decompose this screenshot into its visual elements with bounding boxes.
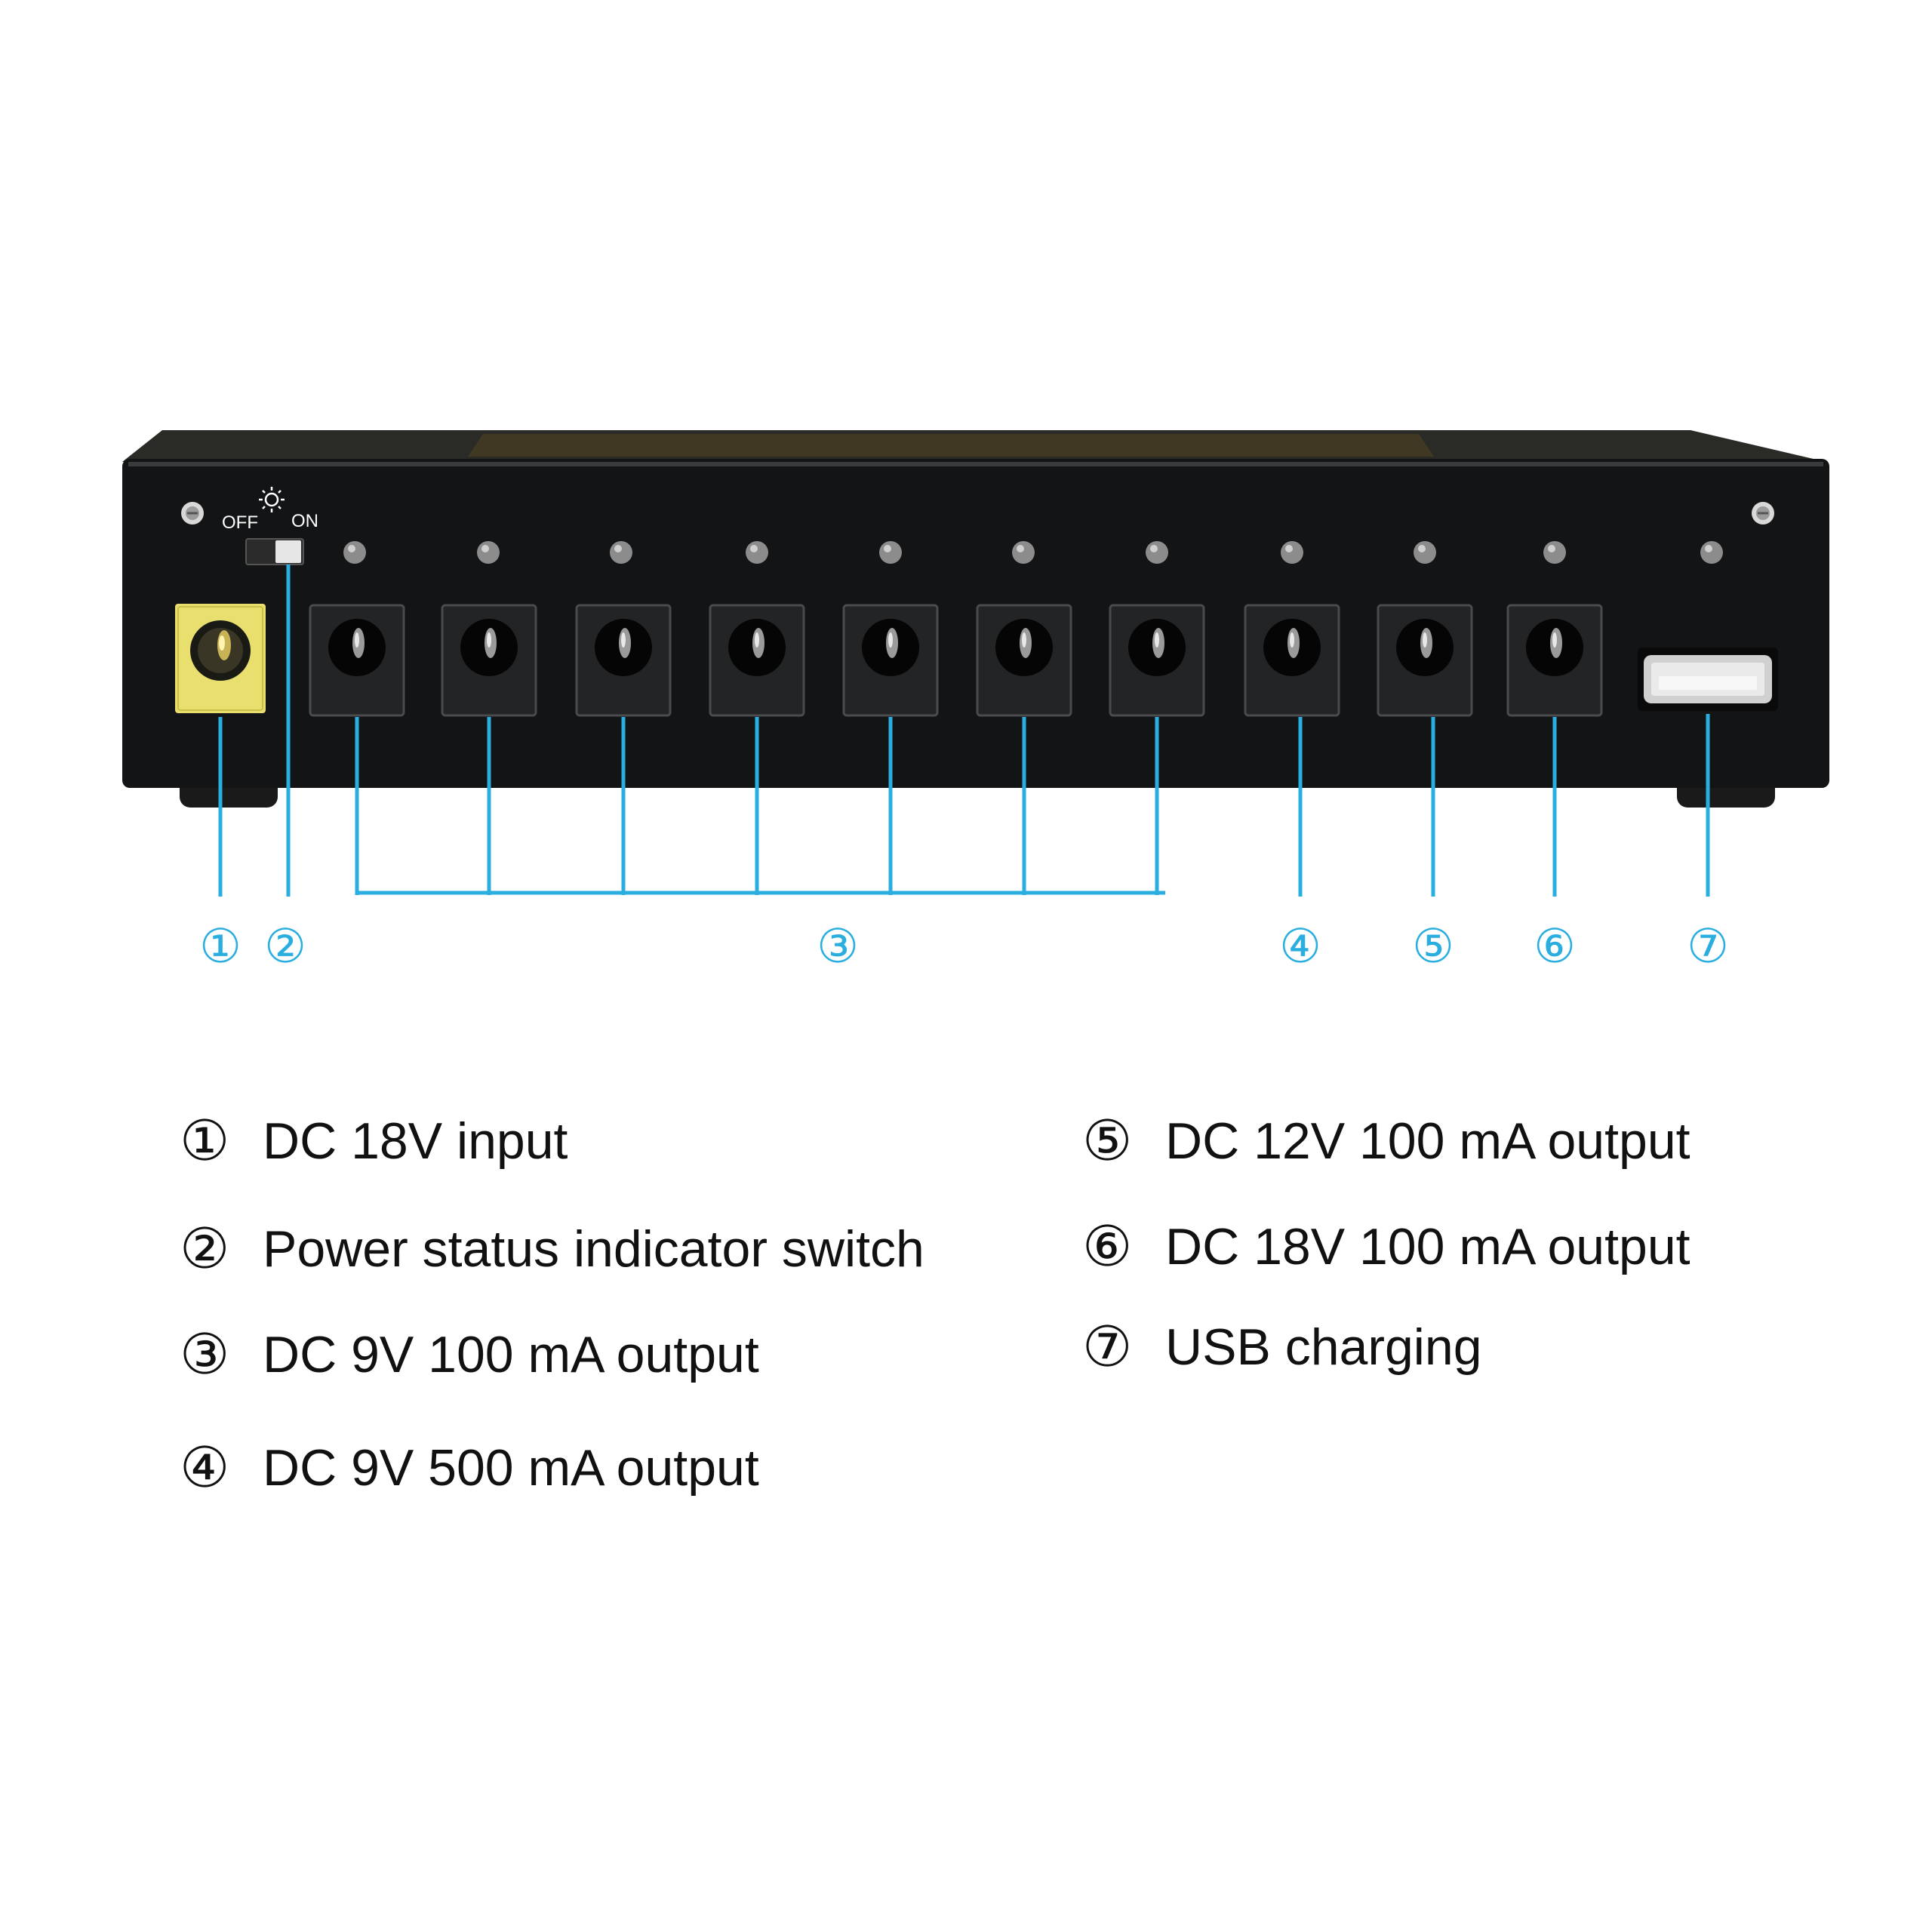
status-led-highlight bbox=[1285, 545, 1293, 552]
status-led-3 bbox=[610, 541, 632, 564]
status-led-highlight bbox=[1418, 545, 1426, 552]
legend-label: DC 9V 100 mA output bbox=[263, 1326, 759, 1383]
dc-output-jacks bbox=[309, 604, 1603, 717]
legend-label: DC 12V 100 mA output bbox=[1165, 1112, 1690, 1170]
sun-icon bbox=[259, 487, 285, 512]
switch-on-label: ON bbox=[291, 511, 318, 531]
legend-item-6: ⑥ DC 18V 100 mA output bbox=[1082, 1205, 1690, 1288]
status-led-10 bbox=[1543, 541, 1566, 564]
callout-number-4: ④ bbox=[1279, 918, 1321, 974]
dc-output-jack-8[interactable] bbox=[1244, 604, 1340, 717]
legend-label: DC 9V 500 mA output bbox=[263, 1439, 759, 1497]
switch-off-label: OFF bbox=[222, 512, 258, 533]
legend-number: ⑤ bbox=[1082, 1109, 1133, 1174]
legend-item-4: ④ DC 9V 500 mA output bbox=[180, 1426, 759, 1509]
legend-item-1: ① DC 18V input bbox=[180, 1100, 568, 1183]
legend-label: DC 18V 100 mA output bbox=[1165, 1218, 1690, 1275]
usb-port[interactable] bbox=[1638, 648, 1778, 711]
dc-output-jack-4[interactable] bbox=[709, 604, 805, 717]
status-led-highlight bbox=[348, 545, 355, 552]
callout-number-6: ⑥ bbox=[1534, 918, 1576, 974]
callout-number-5: ⑤ bbox=[1412, 918, 1454, 974]
status-led-1 bbox=[343, 541, 366, 564]
status-led-4 bbox=[746, 541, 768, 564]
legend-item-3: ③ DC 9V 100 mA output bbox=[180, 1313, 759, 1396]
legend-number: ② bbox=[180, 1217, 230, 1281]
dc-output-jack-1[interactable] bbox=[309, 604, 405, 717]
legend-label: Power status indicator switch bbox=[263, 1220, 924, 1278]
callout-number-2: ② bbox=[264, 918, 306, 974]
status-led-9 bbox=[1414, 541, 1436, 564]
status-led-highlight bbox=[1548, 545, 1555, 552]
dc-output-jack-5[interactable] bbox=[842, 604, 939, 717]
right-screw-icon bbox=[1752, 502, 1774, 525]
callout-number-7: ⑦ bbox=[1687, 918, 1729, 974]
status-led-11 bbox=[1700, 541, 1723, 564]
dc-output-jack-10[interactable] bbox=[1506, 604, 1603, 717]
device-top-label-strip bbox=[468, 434, 1434, 457]
legend-number: ⑥ bbox=[1082, 1214, 1133, 1279]
legend-number: ③ bbox=[180, 1322, 230, 1387]
power-indicator-switch[interactable] bbox=[245, 538, 304, 565]
status-led-highlight bbox=[481, 545, 489, 552]
legend-item-7: ⑦ USB charging bbox=[1082, 1306, 1482, 1389]
status-led-highlight bbox=[1705, 545, 1712, 552]
left-screw-icon bbox=[181, 502, 204, 525]
status-led-5 bbox=[879, 541, 902, 564]
legend-label: DC 18V input bbox=[263, 1112, 568, 1170]
legend-number: ④ bbox=[180, 1435, 230, 1500]
dc-output-jack-3[interactable] bbox=[575, 604, 672, 717]
status-led-8 bbox=[1281, 541, 1303, 564]
dc-output-jack-7[interactable] bbox=[1109, 604, 1205, 717]
callout-number-3: ③ bbox=[817, 918, 859, 974]
status-led-highlight bbox=[750, 545, 758, 552]
legend-number: ⑦ bbox=[1082, 1315, 1133, 1380]
status-led-7 bbox=[1146, 541, 1168, 564]
callout-number-1: ① bbox=[199, 918, 242, 974]
status-led-6 bbox=[1012, 541, 1035, 564]
status-led-highlight bbox=[884, 545, 891, 552]
callout-lines bbox=[218, 565, 1710, 897]
legend-number: ① bbox=[180, 1109, 230, 1174]
dc-input-jack[interactable] bbox=[175, 604, 266, 713]
status-leds bbox=[343, 541, 1723, 564]
status-led-2 bbox=[477, 541, 500, 564]
dc-output-jack-6[interactable] bbox=[976, 604, 1072, 717]
front-panel-edge-highlight bbox=[128, 462, 1823, 466]
legend-item-5: ⑤ DC 12V 100 mA output bbox=[1082, 1100, 1690, 1183]
legend-label: USB charging bbox=[1165, 1318, 1482, 1376]
status-led-highlight bbox=[1017, 545, 1024, 552]
legend-item-2: ② Power status indicator switch bbox=[180, 1208, 924, 1291]
status-led-highlight bbox=[614, 545, 622, 552]
status-led-highlight bbox=[1150, 545, 1158, 552]
dc-output-jack-2[interactable] bbox=[441, 604, 537, 717]
dc-output-jack-9[interactable] bbox=[1377, 604, 1473, 717]
